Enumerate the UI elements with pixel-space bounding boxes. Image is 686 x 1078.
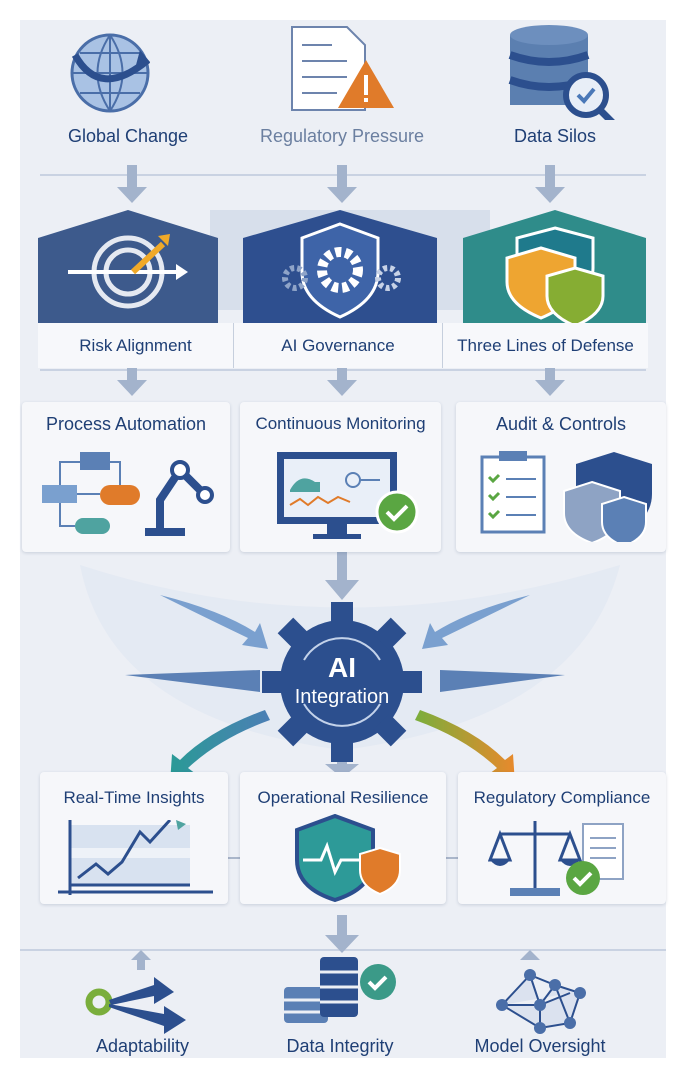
card-regulatory-compliance: Regulatory Compliance [458,772,666,904]
pillar-label: Risk Alignment [38,323,233,368]
pillar-label: Three Lines of Defense [443,323,648,368]
clipboard-shield-icon [480,451,652,542]
ai-integration-gear [262,602,422,762]
trend-chart-icon [58,820,213,895]
card-title: Real-Time Insights [63,788,205,807]
card-real-time-insights: Real-Time Insights [40,772,228,904]
hub-title: AI [328,652,356,683]
foundation-label: Model Oversight [474,1036,606,1056]
document-warning-icon [291,26,394,111]
database-search-icon [508,25,615,120]
network-nodes-icon [496,950,586,1034]
database-check-icon [284,957,396,1023]
down-arrows [117,165,565,953]
card-title: Continuous Monitoring [255,414,426,433]
adaptability-icon [85,950,186,1034]
infographic: Global Change Regulatory Pressure Data S… [20,20,666,1058]
workflow-robot-icon [42,452,214,536]
hub-subtitle: Integration [294,686,390,708]
card-title: Regulatory Compliance [473,788,651,807]
pillar-label: AI Governance [233,323,443,368]
input-label: Global Change [67,126,189,146]
input-label: Data Silos [513,126,597,146]
card-title: Operational Resilience [257,788,429,807]
input-label: Regulatory Pressure [259,126,425,146]
card-continuous-monitoring: Continuous Monitoring [240,402,441,552]
foundation-label: Data Integrity [286,1036,394,1056]
pillar-ai-governance [243,210,437,324]
card-title: Audit & Controls [495,414,627,434]
card-operational-resilience: Operational Resilience [240,772,446,904]
shield-pulse-icon [295,814,401,902]
globe-arrows-icon [70,33,150,113]
scales-document-icon [488,821,624,896]
card-process-automation: Process Automation [22,402,230,552]
pillar-risk-alignment [38,210,218,324]
foundation-label: Adaptability [95,1036,190,1056]
card-audit-controls: Audit & Controls [456,402,666,552]
card-title: Process Automation [45,414,207,434]
pillar-three-lines [463,210,646,324]
monitor-check-icon [277,452,419,539]
